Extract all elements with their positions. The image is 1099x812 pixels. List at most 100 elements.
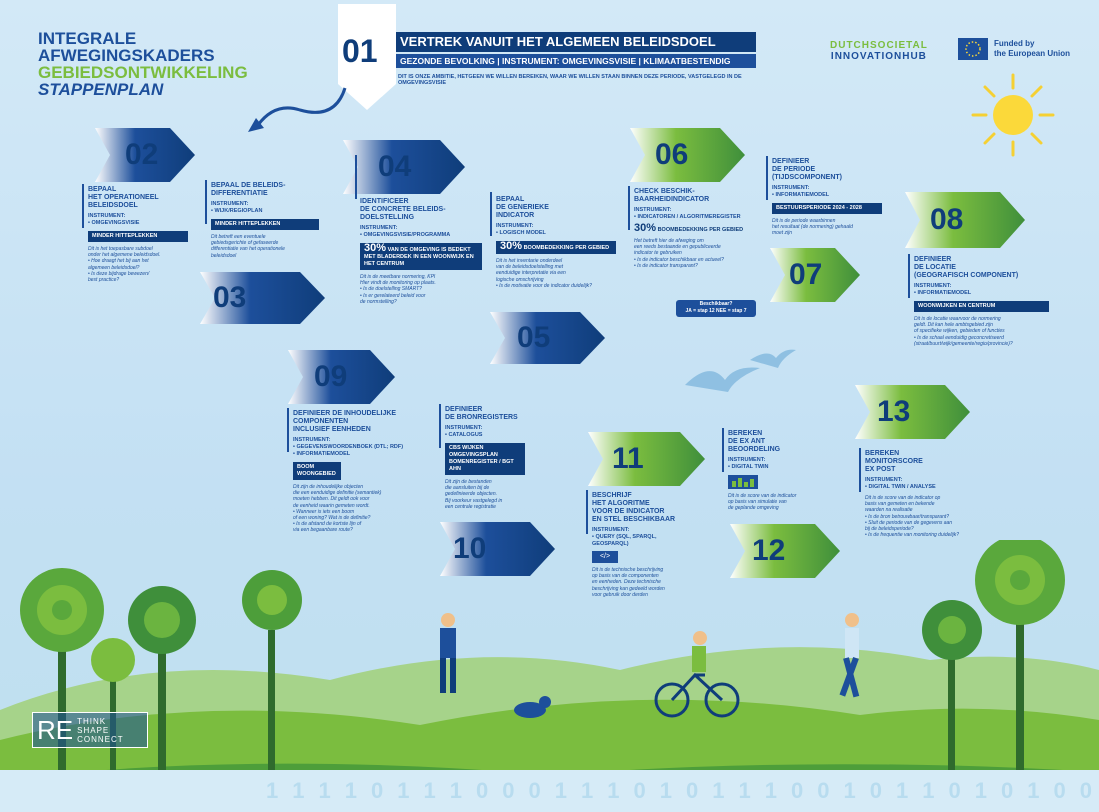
- bin-8: 0: [476, 778, 489, 803]
- bin-5: 1: [397, 778, 410, 803]
- step11-heading-4: EN STEL BESCHIKBAAR: [592, 516, 676, 523]
- step10-heading-2: DE BRONREGISTERS: [445, 414, 518, 421]
- step13-heading-3: EX POST: [865, 466, 896, 473]
- step08-tick: [908, 254, 910, 298]
- step02-heading-2: HET OPERATIONEEL: [88, 194, 159, 201]
- arrow-02: [95, 128, 195, 182]
- step03-value: MINDER HITTEPLEKKEN: [211, 219, 319, 230]
- arrow-04: [343, 140, 465, 194]
- step06-desc-1: Het betreft hier de afweging om: [634, 238, 704, 244]
- step08-card: DEFINIEER DE LOCATIE (GEOGRAFISCH COMPON…: [914, 256, 1049, 347]
- dsih-line-1: DUTCHSOCIETAL: [830, 40, 928, 51]
- step12-heading-1: BEREKEN: [728, 430, 763, 437]
- step06-number: 06: [655, 138, 689, 171]
- step10-desc-1: Dit zijn de bestanden: [445, 479, 492, 485]
- step10-desc-4: Bij voorkeur vastgelegd in: [445, 497, 503, 504]
- step04-desc-5: de normstelling?: [360, 298, 397, 305]
- step04-desc-4: • Is er gerelateerd beleid voor: [360, 292, 426, 299]
- bin-2: 1: [318, 778, 331, 803]
- step09-heading-1: DEFINIEER DE INHOUDELIJKE: [293, 410, 397, 417]
- step05-desc-3: eenduidige interpretatie via een: [496, 270, 566, 277]
- step10-heading-1: DEFINIEER: [445, 406, 483, 413]
- step05-heading-3: INDICATOR: [496, 212, 535, 219]
- step08-desc-2: geldt. Dit kan hele ambtsgebied zijn: [914, 322, 993, 329]
- step05-value: BOOMBEDEKKING PER GEBIED: [523, 245, 610, 251]
- step09-desc-4: de eenheid waarin gemeten wordt.: [293, 502, 370, 509]
- bin-25: 1: [922, 778, 935, 803]
- step13-card: BEREKEN MONITORSCORE EX POST INSTRUMENT:…: [865, 450, 1000, 538]
- step04-instrument: • OMGEVINGSVISIE/PROGRAMMA: [360, 232, 451, 238]
- step13-desc-4: • Is de bron betrouwbaar/transparant?: [865, 513, 950, 520]
- rethink-line-2: SHAPE: [77, 725, 110, 735]
- step02-instrument: • OMGEVINGSVISIE: [88, 220, 140, 226]
- step02-desc-2: onder het algemene beleidsdoel.: [88, 252, 161, 259]
- step10-card: DEFINIEER DE BRONREGISTERS INSTRUMENT: •…: [445, 406, 545, 510]
- bin-3: 1: [344, 778, 357, 803]
- step09-heading-3: INCLUSIEF EENHEDEN: [293, 426, 371, 433]
- step06-value-box: 30% BOOMBEDEKKING PER GEBIED: [634, 223, 758, 234]
- step06-card: CHECK BESCHIK- BAARHEIDINDICATOR INSTRUM…: [634, 188, 758, 269]
- step10-value-1: CBS WIJKEN: [449, 445, 484, 451]
- arrow-10: [440, 522, 555, 576]
- bin-12: 1: [581, 778, 594, 803]
- sun-icon: [971, 73, 1055, 157]
- step09-desc-8: via een begaanbare route?: [293, 527, 353, 534]
- step07-instrument: • INFORMATIEMODEL: [772, 192, 830, 198]
- step03-desc-2: gebiedsgerichte of gefaseerde: [211, 240, 279, 247]
- arrow-05: [490, 312, 605, 364]
- step08-desc-3: of specifieke wijken, gebieden of functi…: [914, 328, 1005, 335]
- step10-desc-2: die aansluiten bij de: [445, 485, 490, 492]
- step07-desc-2: het resultaat (de normering) gehaald: [772, 224, 853, 231]
- arrow-shapes: [95, 128, 1025, 578]
- step06-desc-4: • Is de indicator beschikbaar en actueel…: [634, 256, 724, 263]
- step02-desc-3: • Hoe draagt het bij aan het: [88, 258, 149, 265]
- step02-heading-1: BEPAAL: [88, 186, 117, 193]
- bin-0: 1: [266, 778, 279, 803]
- step03-instrument-label: INSTRUMENT:: [211, 201, 249, 207]
- step10-desc: Dit zijn de bestanden die aansluiten bij…: [445, 479, 545, 510]
- step10-desc-3: gedefinieerde objecten.: [445, 491, 497, 498]
- bin-19: 1: [764, 778, 777, 803]
- title-line-3: GEBIEDSONTWIKKELING: [38, 63, 248, 82]
- step03-heading-2: DIFFERENTIATIE: [211, 190, 268, 197]
- step08-heading-3: (GEOGRAFISCH COMPONENT): [914, 272, 1019, 279]
- step08-desc-1: Dit is de locatie waarvoor de normering: [914, 316, 1001, 322]
- step06-desc-2: een reeds bestaande en gepubliceerde: [634, 244, 721, 251]
- step03-number: 03: [213, 281, 247, 314]
- step09-tick: [287, 408, 289, 452]
- arrow-06: [630, 128, 745, 182]
- step13-desc: Dit is de score van de indicator op basi…: [865, 495, 1000, 538]
- step09-value-box: BOOM WOONGEBIED: [293, 462, 341, 480]
- step13-desc-6: bij de beleidsperiode?: [865, 526, 914, 533]
- step06-instrument-label: INSTRUMENT:: [634, 207, 672, 213]
- curved-arrow-icon: [248, 87, 347, 132]
- cyclist-icon: [654, 631, 740, 718]
- dutch-societal-logo: DUTCHSOCIETAL INNOVATIONHUB: [830, 40, 928, 62]
- bin-20: 0: [791, 778, 804, 803]
- step11-card: BESCHRIJF HET ALGORITME VOOR DE INDICATO…: [592, 492, 702, 598]
- eu-funding-text: Funded by the European Union: [994, 39, 1070, 59]
- step09-instrument-2: • INFORMATIEMODEL: [293, 451, 351, 457]
- step06-desc-5: • Is de indicator transparant?: [634, 262, 698, 269]
- arrow-08: [905, 192, 1025, 248]
- code-icon: </>: [592, 551, 618, 563]
- step04-tick: [355, 155, 357, 199]
- step09-number: 09: [314, 360, 348, 393]
- step01-banner: [338, 4, 396, 110]
- step09-heading-2: COMPONENTEN: [293, 418, 349, 425]
- eu-line-2: the European Union: [994, 49, 1070, 58]
- step13-tick: [859, 448, 861, 492]
- step11-number: 11: [612, 442, 644, 475]
- bin-15: 1: [659, 778, 672, 803]
- step09-desc-3: moeten hebben. Dit geldt ook voor: [293, 496, 370, 503]
- bin-9: 0: [502, 778, 515, 803]
- step07-desc-1: Dit is de periode waarbinnen: [772, 218, 836, 224]
- step10-number: 10: [453, 532, 487, 565]
- step13-desc-5: • Sluit de periode van de gegevens aan: [865, 519, 953, 526]
- birds-icon: [685, 349, 796, 392]
- step07-heading-2: DE PERIODE: [772, 166, 816, 173]
- step13-instrument: • DIGITAL TWIN / ANALYSE: [865, 484, 936, 490]
- step04-instrument-label: INSTRUMENT:: [360, 225, 398, 231]
